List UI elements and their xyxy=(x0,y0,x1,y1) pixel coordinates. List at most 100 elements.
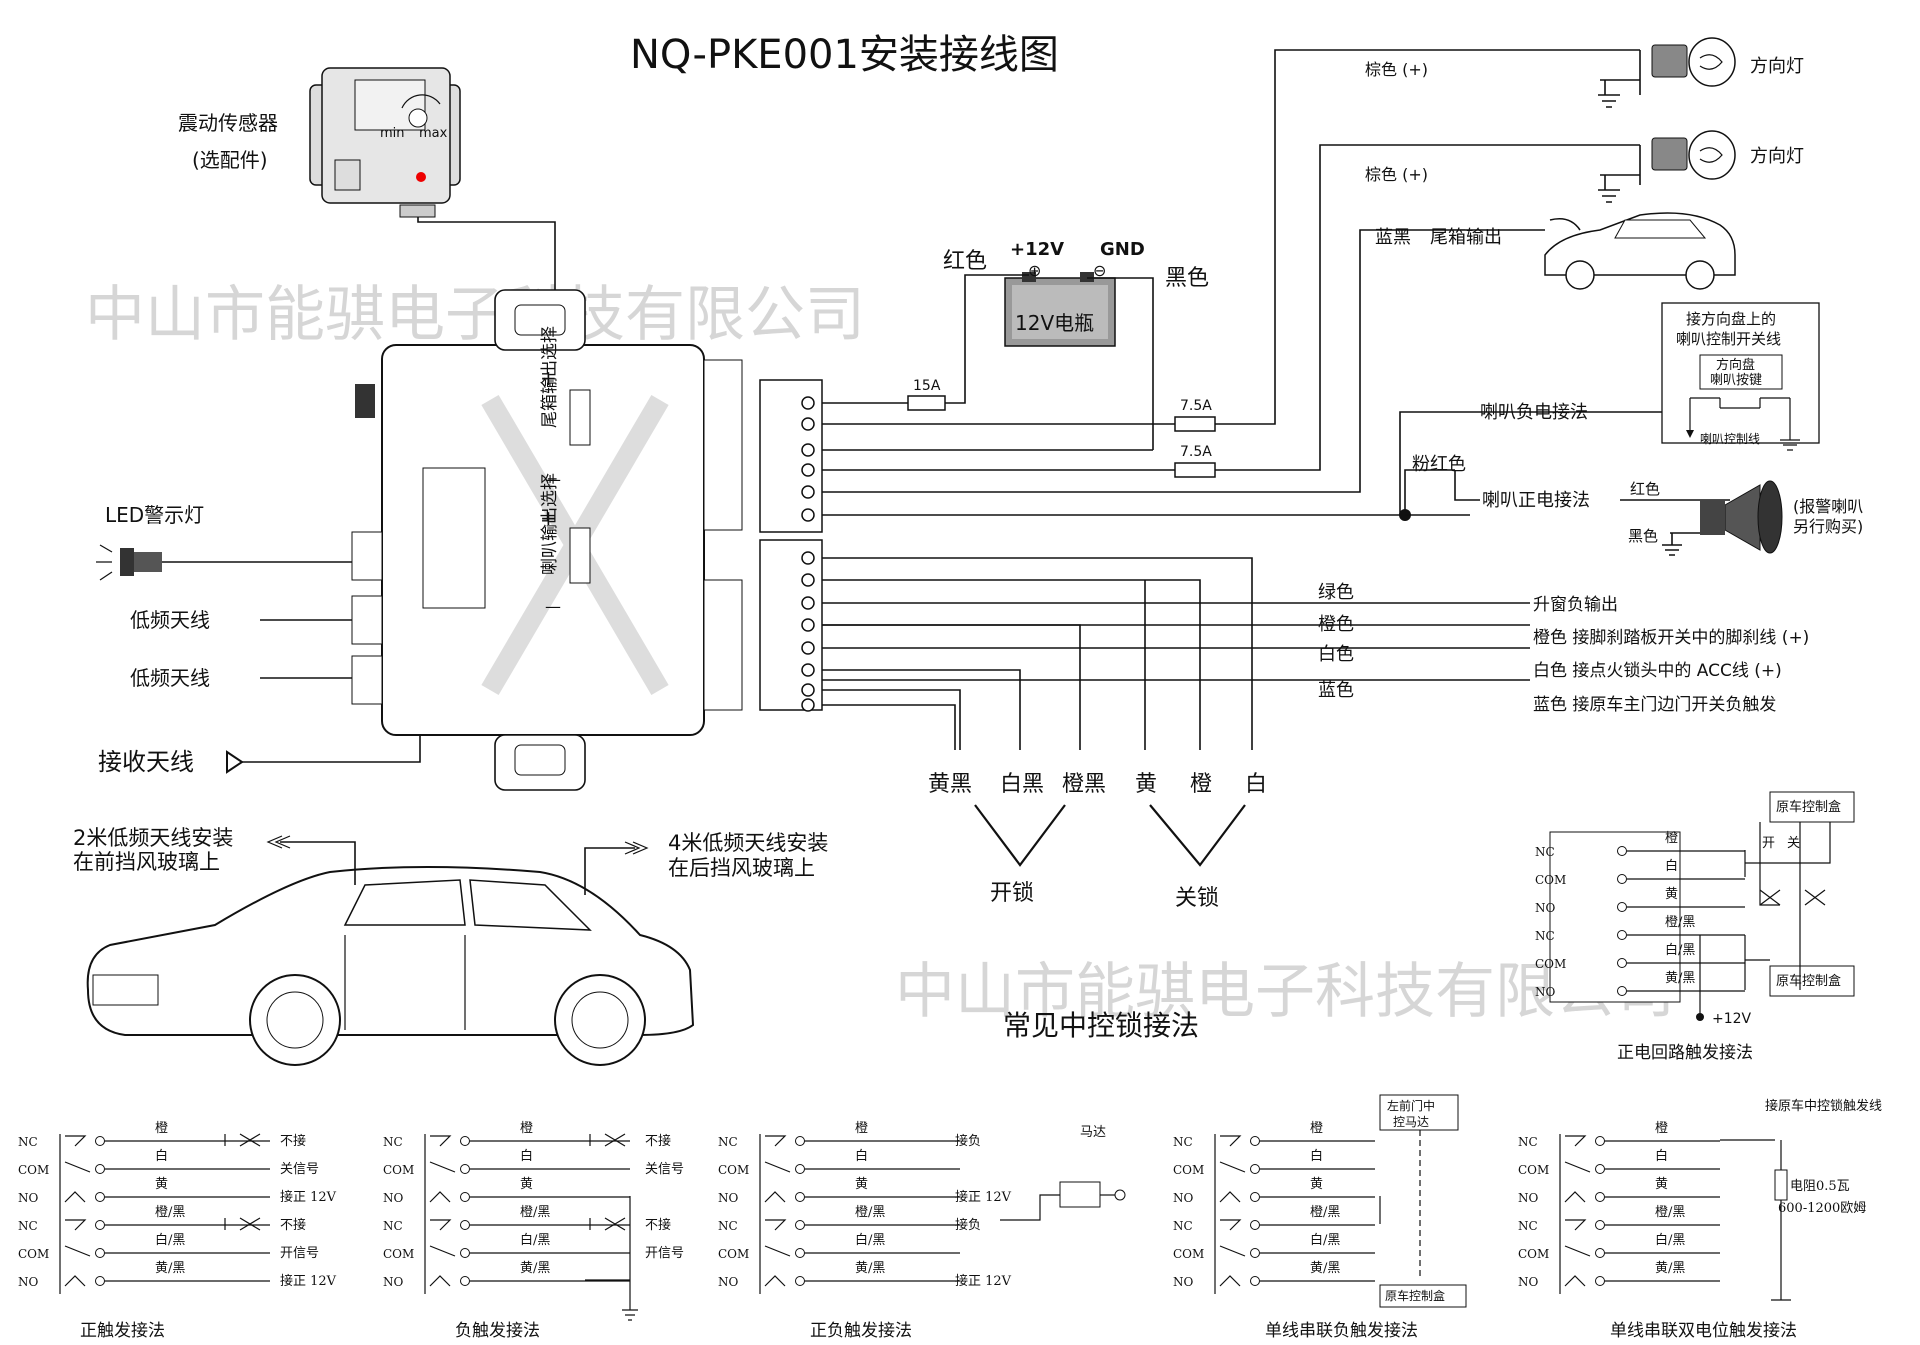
connector-pin-icon xyxy=(801,396,815,410)
relay-pin-label: NC xyxy=(1535,929,1555,943)
relay-pin-label: COM xyxy=(1173,1163,1204,1177)
wire-orange-desc: 橙色 接脚刹踏板开关中的脚刹线 (+) xyxy=(1533,628,1809,648)
pos-loop-wiring-2 xyxy=(1744,935,1770,990)
horn-positive-label: 喇叭正电接法 xyxy=(1482,490,1590,511)
door-motor-label-2: 控马达 xyxy=(1393,1115,1429,1129)
relay-wire-label: 黄/黑 xyxy=(520,1261,550,1276)
method-note: 接正 12V xyxy=(280,1273,337,1289)
sensor-max: max xyxy=(419,126,448,141)
cut-icon xyxy=(239,1217,261,1231)
no-contact-icon xyxy=(764,1275,786,1287)
relay-pin-label: COM xyxy=(18,1163,49,1177)
relay-contact-icon xyxy=(1617,874,1627,884)
motor-label: 马达 xyxy=(1080,1125,1106,1140)
relay-pin-label: COM xyxy=(1535,873,1566,887)
relay-pin-label: NO xyxy=(1173,1275,1194,1289)
horn-switch-title-1: 接方向盘上的 xyxy=(1686,310,1776,328)
ctrl-box xyxy=(1769,791,1855,823)
watermark-top: 中山市能骐电子科技有限公司 xyxy=(85,280,865,350)
battery-red-wire: 红色 xyxy=(943,249,987,274)
relay-pin-label: COM xyxy=(1518,1247,1549,1261)
relay-wire-label: 橙/黑 xyxy=(1665,915,1695,930)
relay-wire-label: 白 xyxy=(1310,1148,1323,1164)
trunk-plus: + xyxy=(540,366,557,390)
pos-loop-close: 关 xyxy=(1787,836,1800,851)
relay-wire-label: 橙 xyxy=(1310,1121,1323,1136)
pos-loop-12v: +12V xyxy=(1712,1011,1752,1027)
pos-loop-wiring xyxy=(1744,822,1831,990)
nc-contact-icon xyxy=(65,1135,87,1147)
lock-wire-orange: 橙 xyxy=(1190,772,1212,797)
turn-lamp-2 xyxy=(1598,130,1736,203)
connector-pin-icon xyxy=(801,573,815,587)
com-contact-icon xyxy=(429,1161,456,1173)
wire-blue-desc: 蓝色 接原车主门边门开关负触发 xyxy=(1533,695,1776,715)
alarm-horn-note-2: 另行购买) xyxy=(1793,517,1863,536)
cut-icon xyxy=(604,1217,626,1231)
battery-label: 12V电瓶 xyxy=(1015,311,1094,335)
trunk-minus: — xyxy=(545,470,561,489)
no-contact-icon xyxy=(764,1191,786,1203)
vibration-sensor xyxy=(309,67,461,218)
resistor-icon xyxy=(1774,1169,1788,1201)
method-note: 关信号 xyxy=(280,1162,319,1177)
trigger-line-label: 接原车中控锁触发线 xyxy=(1765,1098,1882,1114)
fuse-7.5a-icon-2 xyxy=(1174,462,1216,478)
connector-pin-icon xyxy=(801,463,815,477)
method-note: 不接 xyxy=(280,1133,306,1149)
relay-wire-label: 黄 xyxy=(1665,887,1678,902)
wire-white-desc: 白色 接点火锁头中的 ACC线 (+) xyxy=(1533,661,1782,681)
trunk-car-icon xyxy=(1544,212,1736,290)
no-contact-icon xyxy=(429,1275,451,1287)
relay-wire-label: 橙 xyxy=(1655,1121,1668,1136)
method-note: 接正 12V xyxy=(955,1273,1012,1289)
method-note: 接负 xyxy=(955,1217,981,1233)
relay-pin-label: NC xyxy=(718,1219,738,1233)
relay-contact-icon xyxy=(460,1164,470,1174)
motor-wire xyxy=(1000,1194,1060,1221)
lock-wire-white: 白 xyxy=(1245,772,1267,797)
nc-contact-icon xyxy=(765,1219,787,1231)
relay-wire-label: 黄/黑 xyxy=(155,1261,185,1276)
pos-loop-ctrl-box: 原车控制盒 xyxy=(1776,799,1841,815)
relay-pin-label: COM xyxy=(718,1163,749,1177)
antenna-arrows xyxy=(266,835,649,895)
relay-pin-label: NO xyxy=(718,1275,739,1289)
relay-contact-icon xyxy=(95,1136,105,1146)
v12-dot-icon xyxy=(1696,1013,1704,1021)
relay-contact-icon xyxy=(795,1220,805,1230)
relay-contact-icon xyxy=(1595,1136,1605,1146)
fuse-15a-icon xyxy=(907,395,946,411)
com-contact-icon xyxy=(1219,1245,1246,1257)
page-title: NQ-PKE001安装接线图 xyxy=(630,32,1059,78)
no-contact-icon xyxy=(64,1275,86,1287)
relay-pin-label: NO xyxy=(383,1191,404,1205)
relay-wire-label: 黄 xyxy=(155,1177,168,1192)
resistor-label-1: 电阻0.5瓦 xyxy=(1790,1179,1850,1194)
relay-wire-label: 橙 xyxy=(855,1121,868,1136)
main-unit xyxy=(351,289,743,791)
lock-wire-yellow-black: 黄黑 xyxy=(928,772,972,797)
horn-black-wire: 黑色 xyxy=(1628,527,1658,545)
relay-contact-icon xyxy=(1617,986,1627,996)
relay-pin-label: NO xyxy=(1518,1191,1539,1205)
horn-switch-title-2: 喇叭控制开关线 xyxy=(1676,330,1781,348)
relay-contact-icon xyxy=(1617,958,1627,968)
connector-pin-icon xyxy=(801,485,815,499)
fuse-7.5a-label-2: 7.5A xyxy=(1180,444,1212,460)
relay-contact-icon xyxy=(1595,1276,1605,1286)
relay-pin-label: COM xyxy=(383,1247,414,1261)
nc-contact-icon xyxy=(430,1135,452,1147)
antenna-4m-label: 4米低频天线安装 xyxy=(668,831,828,855)
com-contact-icon xyxy=(64,1245,91,1257)
relay-pin-label: NO xyxy=(18,1275,39,1289)
ctrl-box-bottom-label: 原车控制盒 xyxy=(1385,1288,1445,1303)
relay-pin-label: NO xyxy=(1535,985,1556,999)
method-note: 不接 xyxy=(645,1217,671,1233)
fuse-7.5a-icon xyxy=(1174,416,1216,432)
method-note: 接负 xyxy=(955,1133,981,1149)
watermark-bottom: 中山市能骐电子科技有限公司 xyxy=(895,957,1675,1027)
